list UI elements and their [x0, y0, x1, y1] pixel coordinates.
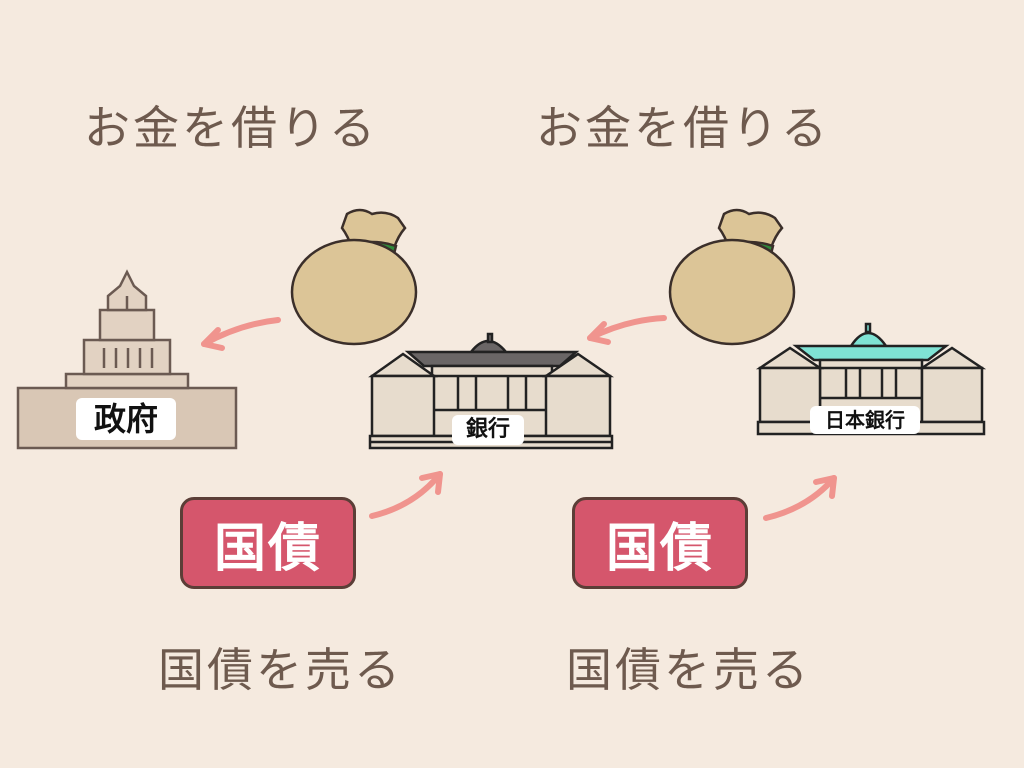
government-label: 政府: [76, 398, 176, 440]
borrow-money-heading-right: お金を借りる: [536, 101, 830, 155]
borrow-money-heading-left: お金を借りる: [84, 101, 378, 155]
arrow-icon: [587, 315, 667, 345]
money-bag-icon: [668, 208, 796, 346]
arrow-icon: [369, 471, 443, 519]
arrow-icon: [201, 317, 281, 351]
bond-card-right: 国債: [572, 497, 748, 589]
bank-label: 銀行: [452, 415, 524, 445]
money-bag-icon: [290, 208, 418, 346]
arrow-icon: [763, 475, 837, 521]
bond-card-left: 国債: [180, 497, 356, 589]
sell-bond-heading-right: 国債を売る: [566, 643, 811, 697]
central-bank-label: 日本銀行: [810, 406, 920, 434]
sell-bond-heading-left: 国債を売る: [158, 643, 403, 697]
